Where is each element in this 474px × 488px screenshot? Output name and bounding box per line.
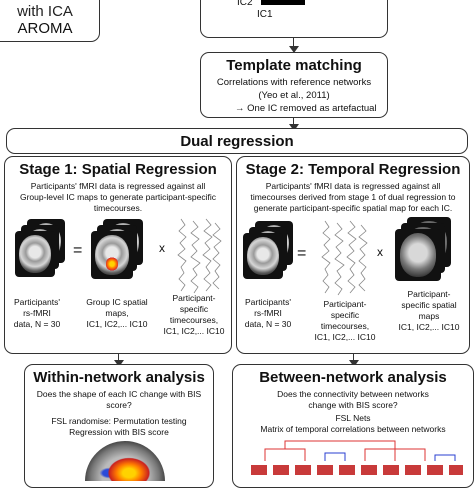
arrow-to-within (113, 354, 124, 367)
stage2-cap3-l4: IC1, IC2,... IC10 (398, 322, 460, 332)
within-line2: score? (106, 400, 132, 410)
stage2-times: x (377, 245, 383, 259)
stage1-cap3-l3: timecourses, (169, 315, 219, 325)
template-matching-line1: Correlations with reference networks (216, 77, 372, 88)
ica-aroma-box: with ICA AROMA (0, 0, 100, 42)
between-line1: Does the connectivity between networks (277, 389, 429, 399)
stage1-cap2-l2: maps, (105, 308, 129, 318)
within-line1: Does the shape of each IC change with BI… (36, 389, 202, 399)
stage2-title: Stage 2: Temporal Regression (245, 161, 461, 178)
ic-map-stack-front (91, 231, 133, 279)
stage2-cap1-l2: rs-fMRI (254, 308, 282, 318)
ica-aroma-line1: with ICA (17, 3, 73, 20)
stage2-cap1-l1: Participants' (244, 297, 292, 307)
within-title: Within-network analysis (33, 369, 205, 386)
right-arrow-icon: → (235, 103, 245, 114)
stage1-cap2-l3: IC1, IC2,... IC10 (86, 319, 148, 329)
timecourse2-waves (321, 220, 368, 296)
stage2-cap3-l2: specific spatial (401, 300, 457, 310)
stage1-cap1-l2: rs-fMRI (23, 308, 51, 318)
stage2-cap2-l3: timecourses, (320, 321, 370, 331)
stage2-cap2-l1: Participant- (323, 299, 367, 309)
stage1-title: Stage 1: Spatial Regression (19, 161, 217, 178)
between-title: Between-network analysis (259, 369, 447, 386)
stage1-times: x (159, 241, 165, 255)
template-matching-line2: (Yeo et al., 2011) (258, 90, 330, 101)
ic1-label: IC1 (257, 9, 273, 20)
stage2-desc2: timecourses derived from stage 1 of dual… (250, 192, 456, 202)
stage1-cap1-l1: Participants' (13, 297, 61, 307)
fmri-stack-front (15, 231, 55, 277)
stage1-desc1: Participants' fMRI data is regressed aga… (30, 181, 206, 191)
stage2-cap2-l2: specific (330, 310, 360, 320)
stage1-desc2: Group-level IC maps to generate particip… (19, 192, 217, 202)
within-network-box: Within-network analysis Does the shape o… (24, 364, 214, 488)
stage1-cap3-l4: IC1, IC2,... IC10 (163, 326, 225, 336)
stage2-desc3: generate participant-specific spatial ma… (253, 203, 453, 213)
stage1-cap3-l1: Participant- (172, 293, 216, 303)
stage1-box: Stage 1: Spatial Regression Participants… (4, 156, 232, 354)
stage2-cap1-l3: data, N = 30 (244, 319, 292, 329)
template-matching-box: Template matching Correlations with refe… (200, 52, 388, 118)
dual-regression-title: Dual regression (180, 133, 294, 150)
ic-output-box: IC2 IC1 (200, 0, 388, 38)
dual-regression-box: Dual regression (6, 128, 468, 154)
stage1-cap2-l1: Group IC spatial (86, 297, 148, 307)
timecourse-waves (177, 218, 222, 294)
between-network-box: Between-network analysis Does the connec… (232, 364, 474, 488)
sagittal-brain-image (85, 441, 165, 481)
arrow-to-between (348, 354, 359, 367)
stage2-desc1: Participants' fMRI data is regressed aga… (265, 181, 441, 191)
between-line3: FSL Nets (335, 413, 371, 423)
stage1-equals: = (73, 242, 83, 259)
stage2-equals: = (297, 245, 307, 262)
ic-bar-graphic (261, 0, 305, 5)
stage2-cap3-l1: Participant- (407, 289, 451, 299)
arrow-to-template (288, 38, 299, 53)
fmri2-stack-front (243, 233, 283, 279)
stage2-cap3-l3: maps (418, 311, 440, 321)
between-line2: change with BIS score? (308, 400, 398, 410)
stage2-box: Stage 2: Temporal Regression Participant… (236, 156, 470, 354)
stage1-cap3-l2: specific (179, 304, 209, 314)
stage2-cap2-l4: IC1, IC2,... IC10 (314, 332, 376, 342)
arrow-to-dual (288, 118, 299, 131)
ic2-label: IC2 (237, 0, 253, 8)
spatial-map-stack-front (395, 229, 441, 281)
ica-aroma-line2: AROMA (17, 20, 73, 37)
template-matching-line3-text: One IC removed as artefactual (247, 103, 377, 114)
between-line4: Matrix of temporal correlations between … (260, 424, 446, 434)
within-line3: FSL randomise: Permutation testing (51, 416, 187, 426)
within-line4: Regression with BIS score (69, 427, 169, 437)
template-matching-line3: → One IC removed as artefactual (235, 103, 377, 114)
stage1-desc3: timecourses. (93, 203, 143, 213)
stage1-cap1-l3: data, N = 30 (13, 319, 61, 329)
template-matching-title: Template matching (226, 57, 362, 74)
correlation-dendrogram (251, 440, 463, 475)
